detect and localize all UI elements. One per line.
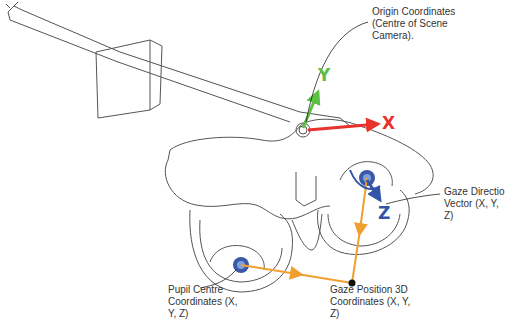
axis-letter: X <box>382 114 402 132</box>
origin-label: Origin Coordinates (Centre of Scene Came… <box>372 6 472 42</box>
axis-letter: Z <box>378 204 398 222</box>
axis-letter: Y <box>318 66 338 84</box>
gaze-direction-label: Gaze Directio Vector (X, Y, Z) <box>444 186 507 222</box>
gaze-ray <box>352 230 360 283</box>
leader-line <box>386 194 440 204</box>
rotation-arc <box>350 170 380 189</box>
x-axis-arrow <box>308 124 378 130</box>
y-axis-arrow <box>303 92 318 128</box>
gaze-ray <box>241 265 297 274</box>
leader-line <box>306 22 368 122</box>
glasses-outline <box>6 2 433 292</box>
gaze-ray <box>297 274 352 283</box>
gaze-position-label: Gaze Position 3D Coordinates (X, Y, Z) <box>330 284 422 320</box>
pupil-label: Pupil Centre Coordinates (X, Y, Z) <box>168 284 240 320</box>
gaze-direction-arrow <box>367 180 380 200</box>
